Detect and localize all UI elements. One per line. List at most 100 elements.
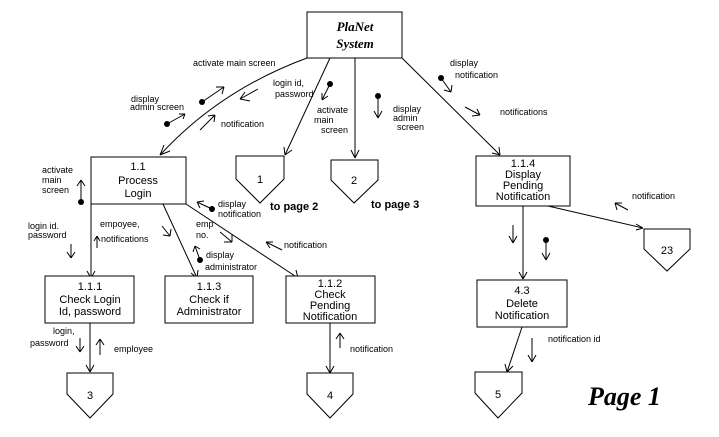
arrowhead [325, 365, 335, 374]
process-1-1-1: 1.1.1 Check Login Id, password [44, 275, 135, 324]
label-activate-mid-3: screen [321, 125, 348, 135]
arrowhead [283, 146, 293, 156]
to-page-2-label: to page 2 [270, 201, 318, 213]
arrowhead [504, 363, 514, 373]
flow-arrow [192, 245, 201, 261]
label-employee-2: notifications [101, 234, 149, 244]
process-name-1: Check [314, 289, 346, 301]
process-1-1-4: 1.1.4 Display Pending Notification [475, 155, 571, 207]
process-4-3: 4.3 Delete Notification [476, 279, 568, 328]
process-1-1-2: 1.1.2 Check Pending Notification [285, 275, 376, 324]
flow-arrow [201, 86, 225, 103]
system-title-line2: System [336, 36, 374, 51]
label-notification-right: notification [632, 191, 675, 201]
flow-arrow [239, 88, 259, 102]
flow-arrow [265, 241, 283, 251]
label-employee-1: empoyee, [100, 219, 140, 229]
connector-label: 3 [87, 390, 93, 402]
label-login-bottom: login, [53, 326, 75, 336]
label-activate-mid-2: main [314, 115, 334, 125]
flow-arrow [93, 235, 101, 248]
process-1-1: 1.1 Process Login [90, 156, 187, 205]
arrowhead [350, 149, 360, 159]
connector-label: 4 [327, 390, 333, 402]
flow-line-1-1-4-to-conn23 [547, 205, 644, 229]
connector-5: 5 [474, 371, 523, 419]
connector-label: 5 [495, 389, 501, 401]
process-id: 1.1.2 [318, 278, 342, 290]
process-name-1: Process [118, 175, 158, 187]
label-display-administrator-1: display [206, 250, 235, 260]
flow-arrow [508, 225, 518, 244]
flow-line-system-to-conn1 [284, 57, 331, 156]
label-activate-mid-1: activate [317, 105, 348, 115]
flow-arrow [161, 225, 172, 237]
process-name-2: Login [125, 188, 152, 200]
label-emp: emp [196, 219, 214, 229]
label-password: password [275, 89, 314, 99]
process-name-1: Delete [506, 298, 538, 310]
flow-line-4-3-to-conn5 [506, 326, 523, 373]
label-display-administrator-2: administrator [205, 262, 257, 272]
label-display-mid-2: admin [393, 113, 418, 123]
flow-arrow [614, 202, 629, 211]
label-display-mid-3: screen [397, 122, 424, 132]
label-notification-top: notification [221, 119, 264, 129]
label-activate-left-3: screen [42, 185, 69, 195]
label-activate-left-1: activate [42, 165, 73, 175]
arrowhead [159, 144, 171, 156]
connector-23: 23 [643, 228, 691, 272]
connector-4: 4 [306, 372, 354, 419]
process-name-2: Id, password [59, 306, 121, 318]
flow-arrow [75, 338, 85, 353]
connector-label: 23 [661, 245, 673, 257]
flow-arrow [166, 113, 186, 125]
connector-label: 1 [257, 174, 263, 186]
process-name-1: Check Login [59, 294, 120, 306]
flow-arrow [199, 114, 216, 131]
flow-arrow [527, 338, 537, 363]
flow-arrow [321, 83, 331, 101]
label-login-id-left: login id. [28, 221, 59, 231]
process-id: 1.1.4 [511, 158, 535, 170]
process-name-3: Notification [303, 311, 357, 323]
label-activate-left-2: main [42, 175, 62, 185]
arrowhead [85, 364, 95, 373]
process-1-1-3: 1.1.3 Check if Administrator [164, 275, 254, 324]
label-display-mid-1: display [393, 104, 422, 114]
label-display-notification-top-1: display [450, 58, 479, 68]
label-display-admin-screen-l1: display [131, 94, 160, 104]
process-id: 4.3 [514, 285, 529, 297]
flow-line-system-to-1-1-4 [401, 57, 501, 156]
label-notification-bottom: notification [350, 344, 393, 354]
connector-1: 1 [235, 155, 285, 204]
system-title-line1: PlaNet [337, 19, 374, 34]
process-name-2: Pending [503, 180, 543, 192]
process-id: 1.1 [130, 161, 145, 173]
flow-arrow [541, 240, 551, 261]
process-name-3: Notification [496, 191, 550, 203]
connector-label: 2 [351, 175, 357, 187]
label-password-bottom: password [30, 338, 69, 348]
arrowhead [491, 146, 501, 156]
label-display-notification-mid-2: notification [218, 209, 261, 219]
label-display-admin-screen-l2: admin screen [130, 102, 184, 112]
flow-arrow [335, 332, 345, 348]
label-display-notification-top-2: notification [455, 70, 498, 80]
flow-arrow [76, 179, 86, 202]
process-name-1: Check if [189, 294, 230, 306]
flow-arrow [66, 244, 76, 259]
flow-arrow [219, 231, 233, 243]
label-employee-bottom: employee [114, 344, 153, 354]
connector-3: 3 [66, 372, 114, 419]
label-display-notification-mid-1: display [218, 199, 247, 209]
label-notification-id: notification id [548, 334, 601, 344]
flow-arrow [95, 338, 105, 355]
label-password-left: password [28, 230, 67, 240]
label-no: no. [196, 230, 209, 240]
flow-line-1-1-to-1-1-2 [185, 203, 299, 279]
process-name-2: Administrator [177, 306, 242, 318]
process-name-2: Pending [310, 300, 350, 312]
flow-arrow [196, 200, 213, 210]
